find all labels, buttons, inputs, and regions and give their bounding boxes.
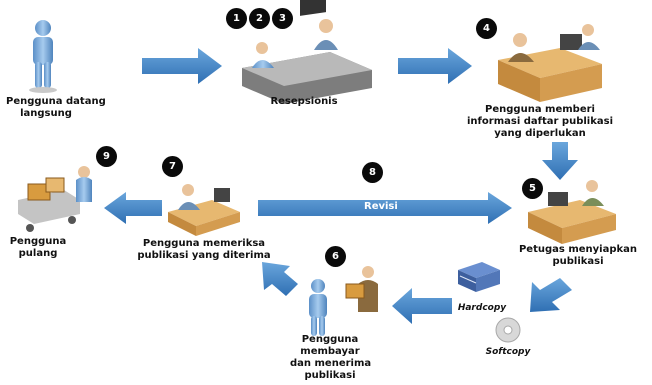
- information-desk-icon: [498, 24, 602, 102]
- disc-icon: [495, 317, 521, 343]
- receptionist-desk-icon: [242, 0, 372, 104]
- arrow-4-to-5: [542, 142, 578, 180]
- step-badge-2: 2: [249, 8, 270, 29]
- label-resepsionis: Resepsionis: [270, 96, 338, 107]
- step-badge-1: 1: [226, 8, 247, 29]
- revisi-label: Revisi: [364, 201, 398, 212]
- check-desk-icon: [168, 184, 240, 236]
- step-badge-7: 7: [162, 156, 183, 177]
- label-softcopy: Softcopy: [485, 347, 531, 357]
- step-badge-5: 5: [522, 178, 543, 199]
- staff-desk-icon: [528, 180, 616, 244]
- paying-person-icon: [309, 266, 378, 336]
- step-badge-4: 4: [476, 18, 497, 39]
- books-icon: [458, 262, 500, 292]
- label-membayar: Pengguna membayar dan menerima publikasi: [290, 334, 372, 381]
- arrow-1-to-2: [142, 48, 222, 84]
- arrow-3-to-4: [398, 48, 472, 84]
- label-memeriksa: Pengguna memeriksa publikasi yang diteri…: [137, 238, 271, 261]
- arrow-6-to-7: [262, 262, 298, 296]
- arrow-hardcopy-to-6: [392, 288, 452, 324]
- step-badge-3: 3: [272, 8, 293, 29]
- step-badge-6: 6: [325, 246, 346, 267]
- label-petugas: Petugas menyiapkan publikasi: [518, 244, 638, 267]
- label-pulang: Pengguna pulang: [9, 236, 67, 259]
- label-memberi-informasi: Pengguna memberi informasi daftar publik…: [467, 104, 613, 139]
- label-hardcopy: Hardcopy: [457, 303, 507, 313]
- step-badge-8: 8: [362, 162, 383, 183]
- shopping-cart-icon: [18, 166, 92, 232]
- step-badge-9: 9: [96, 146, 117, 167]
- arrow-revisi: [258, 192, 512, 224]
- arrow-7-to-9: [104, 192, 162, 224]
- visitor-person-icon: [29, 20, 57, 93]
- label-pengguna-datang: Pengguna datang langsung: [6, 96, 106, 119]
- arrow-5-to-hardcopy: [530, 278, 572, 312]
